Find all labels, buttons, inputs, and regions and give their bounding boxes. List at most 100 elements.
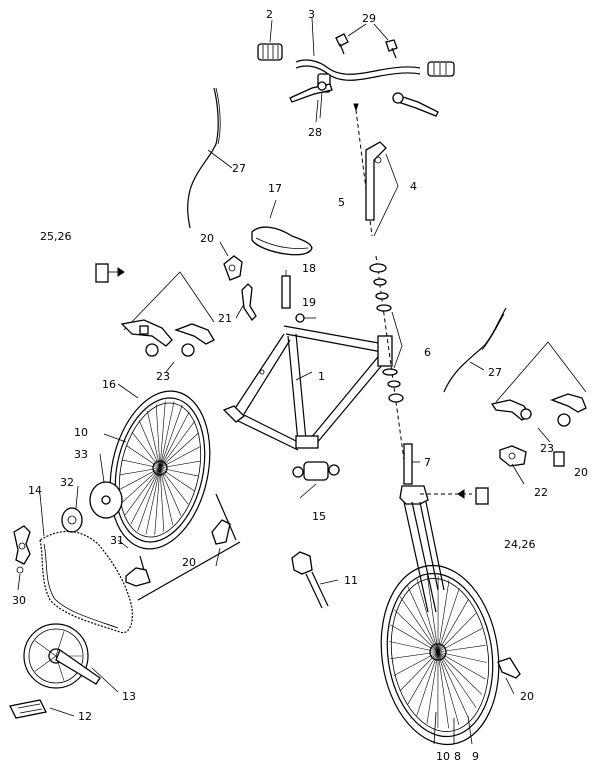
callout-14: 14 [28, 484, 42, 497]
callout-20-right: 20 [574, 466, 588, 479]
spoke [437, 580, 450, 653]
brake-cables [187, 87, 507, 393]
callout-27-left: 27 [232, 162, 246, 175]
left-grip [257, 43, 283, 61]
spoke [137, 467, 161, 532]
callout-31: 31 [110, 534, 124, 547]
spoke [130, 467, 161, 525]
spoke [159, 460, 201, 469]
spoke [437, 599, 469, 653]
callout-11: 11 [344, 574, 358, 587]
spoke [121, 467, 161, 504]
seat-post [281, 270, 291, 309]
spoke [147, 410, 161, 469]
rear-brake-caliper [120, 271, 215, 357]
callout-18: 18 [302, 262, 316, 275]
kickstand [291, 551, 329, 609]
reflector-20-front [553, 451, 565, 467]
spoke [389, 641, 439, 653]
spoke [416, 579, 439, 653]
seat-clamp [295, 313, 316, 323]
derailleur-hanger [125, 555, 151, 587]
callout-labels: 2 3 29 28 27 4 5 17 25,26 20 18 19 21 6 … [12, 8, 588, 763]
spoke [393, 651, 439, 676]
spoke [159, 401, 166, 469]
callout-28: 28 [308, 126, 322, 139]
spoke [159, 467, 199, 477]
callout-17: 17 [268, 182, 282, 195]
callout-25-26: 25,26 [40, 230, 72, 243]
callout-20-chainguard: 20 [182, 556, 196, 569]
callout-15: 15 [312, 510, 326, 523]
spoke [159, 401, 175, 469]
reflector-24-26 [420, 487, 489, 505]
spoke [437, 612, 477, 653]
brake-washer-22 [499, 445, 527, 467]
brake-hanger [241, 283, 257, 322]
callout-20-bottom: 20 [520, 690, 534, 703]
spoke [159, 432, 199, 469]
front-brake-caliper [490, 341, 587, 427]
spoke [124, 467, 161, 516]
spoke [437, 651, 483, 695]
shift-levers [335, 23, 398, 59]
spoke [390, 651, 439, 659]
callout-10-left: 10 [74, 426, 88, 439]
reflector-25-26 [95, 263, 125, 283]
spoke [159, 467, 189, 505]
callout-19: 19 [302, 296, 316, 309]
spoke [159, 404, 183, 469]
spoke [437, 651, 477, 708]
front-wheel [380, 564, 521, 746]
spoke [416, 651, 439, 716]
spoke [159, 467, 173, 526]
freewheel [89, 481, 123, 519]
spoke [55, 631, 65, 657]
spoke [34, 655, 57, 672]
callout-1: 1 [318, 370, 325, 383]
spoke [390, 624, 439, 653]
callout-4: 4 [410, 180, 417, 193]
spoke [145, 467, 161, 535]
spoke [427, 575, 439, 653]
callout-7: 7 [424, 456, 431, 469]
spoke [119, 467, 161, 476]
spoke [159, 467, 165, 532]
spoke [119, 467, 161, 490]
callout-5: 5 [338, 196, 345, 209]
chain [39, 530, 133, 634]
spoke [437, 651, 486, 680]
callout-23-left: 23 [156, 370, 170, 383]
front-fork [399, 443, 445, 613]
spoke [393, 609, 439, 653]
spoke [437, 651, 449, 729]
reflector-top [223, 255, 243, 281]
spoke [159, 411, 190, 469]
callout-27-right: 27 [488, 366, 502, 379]
spoke [399, 596, 439, 653]
callout-6: 6 [424, 346, 431, 359]
callout-24-26: 24,26 [504, 538, 536, 551]
callout-32: 32 [60, 476, 74, 489]
callout-20-top: 20 [200, 232, 214, 245]
spoke [34, 640, 57, 657]
freewheel-cog [61, 507, 83, 533]
spoke [437, 628, 483, 653]
spoke [154, 467, 161, 535]
spoke [437, 588, 460, 653]
saddle [251, 199, 313, 256]
callout-9: 9 [472, 750, 479, 763]
callout-22: 22 [534, 486, 548, 499]
spoke [159, 467, 182, 516]
headset-bearings [369, 255, 405, 461]
callout-21: 21 [218, 312, 232, 325]
spoke [407, 586, 439, 653]
handlebar-assembly [257, 23, 455, 119]
callout-29: 29 [362, 12, 376, 25]
callout-10-bottom: 10 [436, 750, 450, 763]
spoke [131, 431, 161, 469]
derailleur [13, 525, 31, 574]
spoke [399, 651, 439, 692]
callout-8: 8 [454, 750, 461, 763]
